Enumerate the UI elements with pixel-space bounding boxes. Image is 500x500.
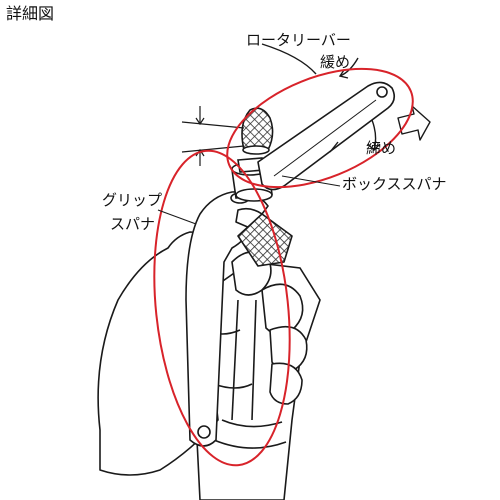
grip-spanner	[185, 190, 293, 447]
rotary-bar-label: ロータリーバー	[246, 31, 351, 49]
box-spanner	[257, 81, 396, 191]
direction-arrow-icon	[397, 105, 431, 141]
box-spanner-label: ボックススパナ	[342, 175, 447, 193]
loosen-label: 緩め	[320, 53, 351, 71]
page-title: 詳細図	[6, 4, 55, 23]
tighten-label: 締め	[366, 139, 397, 157]
grip-spanner-highlight	[153, 149, 291, 467]
knurled-knob	[241, 107, 274, 155]
grip-spanner-label-line2: スパナ	[110, 215, 156, 233]
grip-spanner-label-line1: グリップ	[102, 191, 163, 209]
box-spanner-highlight	[226, 67, 414, 189]
highlight-ellipses	[153, 67, 414, 467]
leader-lines	[157, 175, 341, 225]
